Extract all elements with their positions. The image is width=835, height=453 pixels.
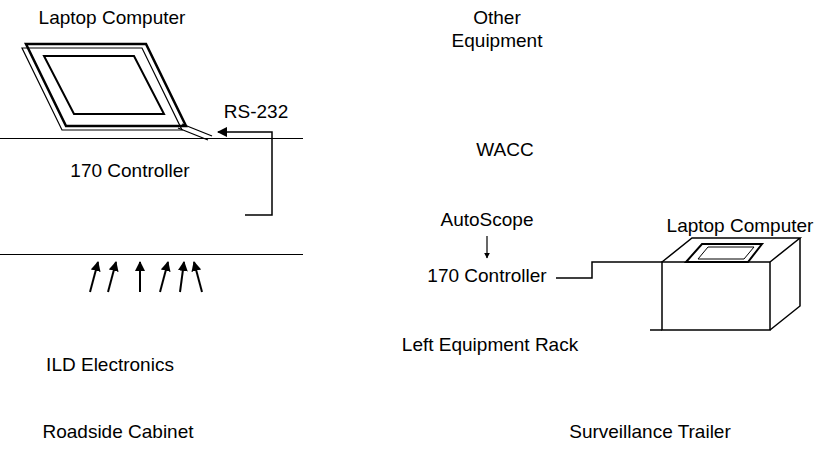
part-label: AutoScope — [441, 209, 534, 232]
controller-wire — [556, 262, 662, 278]
autoscope-arrow — [486, 236, 487, 258]
controller-band: 170 Controller — [0, 138, 303, 255]
part-label: WACC — [476, 139, 533, 162]
trailer-box — [650, 238, 800, 330]
laptop-illustration — [22, 44, 212, 140]
part-label: Surveillance Trailer — [569, 421, 731, 444]
part-label: ILD Electronics — [46, 354, 174, 377]
ild-signal-arrows — [90, 262, 202, 292]
part-label: Laptop Computer — [39, 7, 186, 30]
part-label: 170 Controller — [427, 265, 546, 288]
part-label: Left Equipment Rack — [402, 334, 578, 357]
part-label: Other Equipment — [437, 7, 557, 53]
band-label: 170 Controller — [70, 160, 189, 183]
rs232-wire — [218, 132, 272, 215]
part-label: RS-232 — [224, 101, 288, 124]
part-label: Roadside Cabinet — [42, 421, 193, 444]
laptop-illustration — [686, 244, 762, 262]
part-label: Laptop Computer — [667, 215, 814, 238]
